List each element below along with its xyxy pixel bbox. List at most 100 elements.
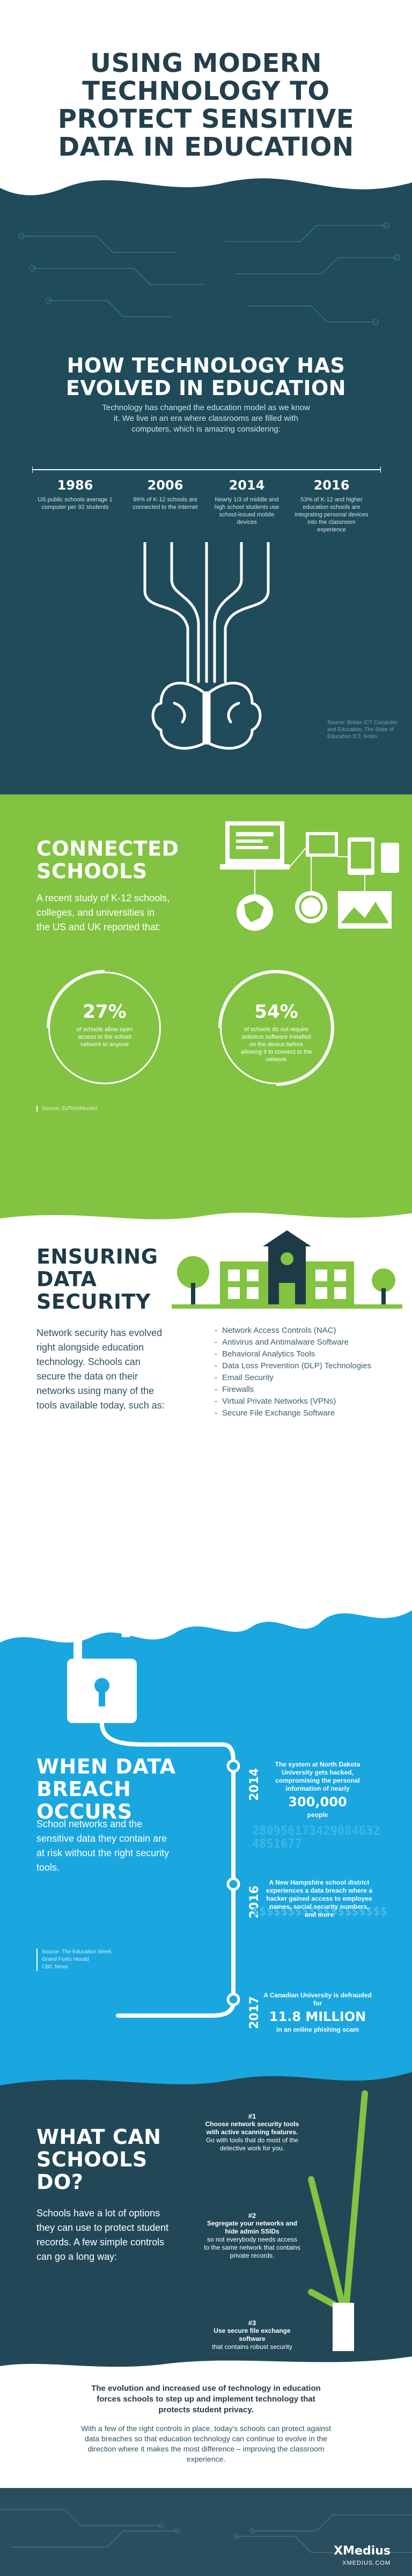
- year-text: 53% of K-12 and higher education schools…: [295, 497, 369, 533]
- connected-section: CONNECTED SCHOOLS A recent study of K-12…: [0, 794, 412, 1202]
- stat-text: of schools do not require antivirus soft…: [240, 1026, 312, 1063]
- timeline-line-icon: [32, 466, 381, 473]
- breach-event-card: The system at North Dakota University ge…: [259, 1761, 377, 1819]
- stat-percent: 54%: [254, 1001, 298, 1023]
- footer-url[interactable]: XMEDIUS.COM: [342, 2560, 391, 2566]
- heading-line: OCCURS: [36, 1800, 133, 1823]
- heading-line: BREACH: [36, 1777, 131, 1801]
- year-item: 1986 US public schools average 1 compute…: [38, 478, 113, 511]
- step-number: #3: [248, 2319, 256, 2327]
- circuit-brain-icon: [143, 542, 270, 750]
- cloud-divider: [0, 1578, 412, 1643]
- stat-text: of schools allow open access to the scho…: [76, 1026, 133, 1048]
- header-section: USING MODERN TECHNOLOGY TO PROTECT SENSI…: [0, 0, 412, 177]
- padlock-icon: [67, 1600, 137, 1723]
- digits-background: 2809561734290846324851677: [252, 1825, 380, 1851]
- page-title: USING MODERN TECHNOLOGY TO PROTECT SENSI…: [0, 49, 412, 161]
- year-label: 2006: [147, 478, 183, 493]
- breach-heading: WHEN DATA BREACH OCCURS: [36, 1755, 176, 1823]
- security-heading: ENSURING DATA SECURITY: [36, 1245, 158, 1313]
- stat-percent: 27%: [83, 1001, 127, 1023]
- title-line: TECHNOLOGY TO: [82, 76, 330, 106]
- xmedius-logo: XMedius: [334, 2544, 391, 2558]
- year-item: 2006 99% of K-12 schools are connected t…: [128, 478, 203, 511]
- heading-line: WHEN DATA: [36, 1755, 176, 1778]
- year-text: US public schools average 1 computer per…: [38, 497, 113, 510]
- conclusion-body: With a few of the right controls in plac…: [81, 2424, 331, 2463]
- list-item: Behavioral Analytics Tools: [215, 1349, 386, 1359]
- cable-timeline-icon: [100, 1723, 240, 2018]
- connected-source: Source: EdTechMonitor: [36, 1106, 98, 1112]
- what-intro: Schools have a lot of options they can u…: [36, 2208, 169, 2262]
- source-line: CBC News: [42, 1964, 68, 1970]
- source-line: Source: The Education Week: [42, 1949, 112, 1955]
- breach-event-card: A New Hampshire school district experien…: [263, 1879, 376, 1919]
- year-text: 99% of K-12 schools are connected to the…: [133, 497, 198, 510]
- source-line: Grand Forks Herald: [42, 1957, 89, 1962]
- heading-line: CONNECTED: [36, 837, 179, 860]
- security-section: ENSURING DATA SECURITY Network security …: [0, 1202, 412, 1578]
- conclusion-lead: The evolution and increased use of techn…: [91, 2384, 321, 2414]
- event-text: A New Hampshire school district experien…: [266, 1879, 373, 1918]
- list-item: Firewalls: [215, 1385, 386, 1395]
- heading-line: SCHOOLS: [36, 2148, 148, 2171]
- step-item: #2 Segregate your networks and hide admi…: [204, 2212, 300, 2260]
- step-number: #1: [248, 2112, 256, 2120]
- breach-section: WHEN DATA BREACH OCCURS School networks …: [0, 1578, 412, 2061]
- heading-line: SECURITY: [36, 1290, 151, 1313]
- security-tools-list: Network Access Controls (NAC) Antivirus …: [215, 1326, 386, 1420]
- year-label: 2016: [313, 478, 350, 493]
- wave-divider: [0, 2351, 412, 2367]
- list-item: Antivirus and Antimalware Software: [215, 1338, 386, 1347]
- step-heading: Choose network security tools with activ…: [205, 2120, 299, 2136]
- conclusion-panel: The evolution and increased use of techn…: [0, 2351, 412, 2576]
- circuit-lines-icon: [18, 222, 400, 325]
- step-text: so not everybody needs access to the sam…: [204, 2236, 300, 2259]
- step-text: Go with tools that do most of the detect…: [205, 2136, 299, 2152]
- footer: XMedius XMEDIUS.COM: [0, 2488, 412, 2576]
- list-item: Email Security: [215, 1373, 386, 1383]
- event-figure: 300,000: [288, 1794, 347, 1809]
- connected-intro: A recent study of K-12 schools, colleges…: [36, 893, 170, 932]
- year-text: Nearly 1/3 of middle and high school stu…: [214, 497, 279, 526]
- heading-line: EVOLVED IN EDUCATION: [65, 376, 347, 400]
- stat-circle: 27% of schools allow open access to the …: [48, 972, 161, 1084]
- event-text: people: [307, 1811, 328, 1819]
- year-item: 2014 Nearly 1/3 of middle and high schoo…: [209, 478, 284, 526]
- evolution-heading: HOW TECHNOLOGY HAS EVOLVED IN EDUCATION: [0, 354, 412, 399]
- wave-divider: [0, 1202, 412, 1220]
- security-intro: Network security has evolved right along…: [36, 1327, 165, 1411]
- heading-line: HOW TECHNOLOGY HAS: [67, 354, 345, 377]
- connected-heading: CONNECTED SCHOOLS: [36, 837, 179, 882]
- circuit-lines-icon: [0, 2509, 412, 2553]
- year-label: 2014: [229, 478, 265, 493]
- list-item: Network Access Controls (NAC): [215, 1326, 386, 1336]
- evolution-source: Source: Britain ICT Computer and Educati…: [327, 720, 398, 740]
- event-text: The system at North Dakota University ge…: [275, 1761, 360, 1792]
- title-line: PROTECT SENSITIVE: [57, 104, 355, 134]
- breach-source: Source: The Education Week Grand Forks H…: [36, 1949, 112, 1971]
- wave-divider: [0, 161, 412, 195]
- event-text: in an online phishing scam: [276, 2026, 359, 2033]
- event-figure: 11.8 MILLION: [269, 2009, 366, 2024]
- step-number: #2: [248, 2212, 256, 2220]
- what-heading: WHAT CAN SCHOOLS DO?: [36, 2126, 161, 2193]
- heading-line: DATA: [36, 1267, 97, 1291]
- wave-divider: [0, 2061, 412, 2085]
- year-label: 1986: [57, 478, 93, 493]
- evolution-section: HOW TECHNOLOGY HAS EVOLVED IN EDUCATION …: [0, 161, 412, 794]
- step-heading: Use secure file exchange software: [214, 2327, 291, 2343]
- heading-line: SCHOOLS: [36, 859, 148, 883]
- title-line: DATA IN EDUCATION: [58, 132, 354, 162]
- school-building-icon: [172, 1230, 402, 1309]
- step-heading: Segregate your networks and hide admin S…: [207, 2220, 298, 2235]
- heading-line: DO?: [36, 2170, 84, 2194]
- breach-intro: School networks and the sensitive data t…: [36, 1819, 170, 1873]
- year-item: 2016 53% of K-12 and higher education sc…: [294, 478, 369, 534]
- step-item: #1 Choose network security tools with ac…: [204, 2112, 300, 2152]
- ring-accent-icon: [47, 970, 334, 1086]
- dollars-background: $$$$$$$$$$$$$$$$$$$$$$$$$$$$$$$$$$$$$$$$…: [252, 1906, 386, 1918]
- list-item: Virtual Private Networks (VPNs): [215, 1397, 386, 1406]
- devices-illustration-icon: [220, 821, 399, 931]
- evolution-intro: Technology has changed the education mod…: [102, 403, 310, 434]
